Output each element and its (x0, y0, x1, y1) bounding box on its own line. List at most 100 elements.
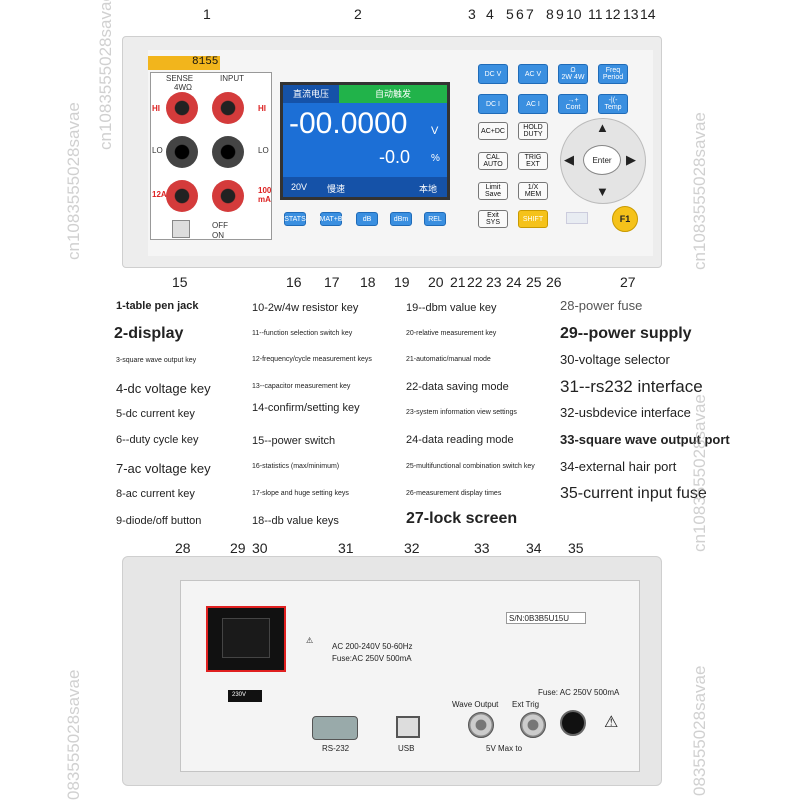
input-hi-jack[interactable] (212, 92, 244, 124)
callout-12: 12 (605, 6, 621, 22)
stats-key[interactable]: STATS (284, 212, 306, 226)
resistance-key[interactable]: Ω 2W 4W (558, 64, 588, 84)
watermark: cn1083555028savae (96, 0, 115, 150)
status-bar: 20V 慢速 本地 (283, 177, 447, 197)
legend-7: 7-ac voltage key (116, 461, 211, 476)
wave-output-port[interactable] (468, 712, 494, 738)
shift-key[interactable]: SHIFT (518, 210, 548, 228)
power-on-label: ON (212, 231, 224, 240)
power-fuse-holder (222, 618, 270, 658)
sense-hi-jack[interactable] (166, 92, 198, 124)
legend-20: 20-relative measurement key (406, 330, 497, 337)
temperature-key[interactable]: -|(- Temp (598, 94, 628, 114)
100ma-jack[interactable] (212, 180, 244, 212)
ext-trig-port[interactable] (520, 712, 546, 738)
legend-28: 28-power fuse (560, 298, 643, 313)
callout-5: 5 (506, 6, 514, 22)
measurement-mode: 直流电压 (283, 85, 339, 103)
down-arrow-icon[interactable]: ▼ (596, 184, 609, 199)
legend-4: 4-dc voltage key (116, 381, 211, 396)
callout-23: 23 (486, 274, 502, 290)
enter-key[interactable]: Enter (583, 145, 621, 175)
current-fuse-label: Fuse: AC 250V 500mA (538, 688, 620, 697)
hold-duty-key[interactable]: HOLD DUTY (518, 122, 548, 140)
limit-save-key[interactable]: Limit Save (478, 182, 508, 200)
legend-17: 17-slope and huge setting keys (252, 490, 349, 497)
reading-unit: V (431, 125, 439, 137)
callout-33: 33 (474, 540, 490, 556)
legend-15: 15--power switch (252, 435, 336, 447)
sense-sub-label: 4WΩ (174, 83, 192, 92)
dc-current-key[interactable]: DC I (478, 94, 508, 114)
up-arrow-icon[interactable]: ▲ (596, 120, 609, 135)
dbm-key[interactable]: dBm (390, 212, 412, 226)
power-switch[interactable] (172, 220, 190, 238)
callout-4: 4 (486, 6, 494, 22)
voltage-selector-label: 230V (232, 692, 247, 698)
legend-9: 9-diode/off button (116, 515, 202, 527)
serial-number-plate: S/N:0B3B5U15U (506, 612, 586, 624)
legend-1: 1-table pen jack (116, 300, 199, 312)
callout-24: 24 (506, 274, 522, 290)
local-label: 本地 (419, 184, 438, 194)
exit-sys-key[interactable]: Exit SYS (478, 210, 508, 228)
sense-lo-jack[interactable] (166, 136, 198, 168)
rs232-label: RS-232 (322, 744, 350, 753)
dc-voltage-key[interactable]: DC V (478, 64, 508, 84)
legend-6: 6--duty cycle key (116, 434, 199, 446)
brand-strip (148, 56, 220, 70)
ac-current-key[interactable]: AC I (518, 94, 548, 114)
legend-12: 12-frequency/cycle measurement keys (252, 356, 372, 363)
callout-11: 11 (588, 6, 603, 22)
power-off-label: OFF (212, 221, 228, 230)
legend-24: 24-data reading mode (406, 434, 514, 446)
frequency-key[interactable]: Freq Period (598, 64, 628, 84)
continuity-key[interactable]: →+ Cont (558, 94, 588, 114)
db-key[interactable]: dB (356, 212, 378, 226)
max-5v-label: 5V Max to (486, 744, 523, 753)
callout-10: 10 (566, 6, 582, 22)
cal-auto-key[interactable]: CAL AUTO (478, 152, 508, 170)
callout-8: 8 (546, 6, 554, 22)
math-key[interactable]: MAT+B (320, 212, 343, 226)
legend-32: 32-usbdevice interface (560, 405, 691, 420)
callout-2: 2 (354, 6, 362, 22)
legend-14: 14-confirm/setting key (252, 402, 360, 414)
display-screen: 直流电压 自动触发 -00.0000 V -0.0 % 20V 慢速 本地 (280, 82, 450, 200)
callout-15: 15 (172, 274, 188, 290)
callout-22: 22 (467, 274, 483, 290)
legend-2: 2-display (114, 325, 184, 342)
callout-7: 7 (526, 6, 534, 22)
legend-30: 30-voltage selector (560, 352, 670, 367)
square-wave-key[interactable]: AC+DC (478, 122, 508, 140)
legend-35: 35-current input fuse (560, 485, 707, 502)
legend-5: 5-dc current key (116, 408, 195, 420)
reading-value: -00.0000 (289, 107, 408, 140)
callout-9: 9 (556, 6, 564, 22)
power-rating: AC 200-240V 50-60Hz (332, 642, 413, 651)
right-arrow-icon[interactable]: ▶ (626, 152, 636, 167)
legend-19: 19--dbm value key (406, 302, 497, 314)
hi-label: HI (152, 104, 160, 113)
current-input-fuse[interactable] (560, 710, 586, 736)
legend-25: 25-multifunctional combination switch ke… (406, 463, 535, 470)
rs232-port[interactable] (312, 716, 358, 740)
input-lo-jack[interactable] (212, 136, 244, 168)
callout-13: 13 (623, 6, 639, 22)
ac-voltage-key[interactable]: AC V (518, 64, 548, 84)
voltage-selector[interactable]: 230V (228, 690, 262, 702)
12a-jack[interactable] (166, 180, 198, 212)
f1-lock-key[interactable]: F1 (612, 206, 638, 232)
callout-14: 14 (640, 6, 656, 22)
watermark: cn1083555028savae (690, 394, 709, 552)
callout-16: 16 (286, 274, 302, 290)
left-arrow-icon[interactable]: ◀ (564, 152, 574, 167)
mem-key[interactable]: 1/X MEM (518, 182, 548, 200)
usb-port[interactable] (396, 716, 420, 738)
trig-ext-key[interactable]: TRIG EXT (518, 152, 548, 170)
legend-21: 21-automatic/manual mode (406, 356, 491, 363)
trigger-mode: 自动触发 (339, 85, 447, 103)
percent-unit: % (431, 153, 440, 164)
legend-29: 29--power supply (560, 325, 692, 342)
rel-key[interactable]: REL (424, 212, 446, 226)
